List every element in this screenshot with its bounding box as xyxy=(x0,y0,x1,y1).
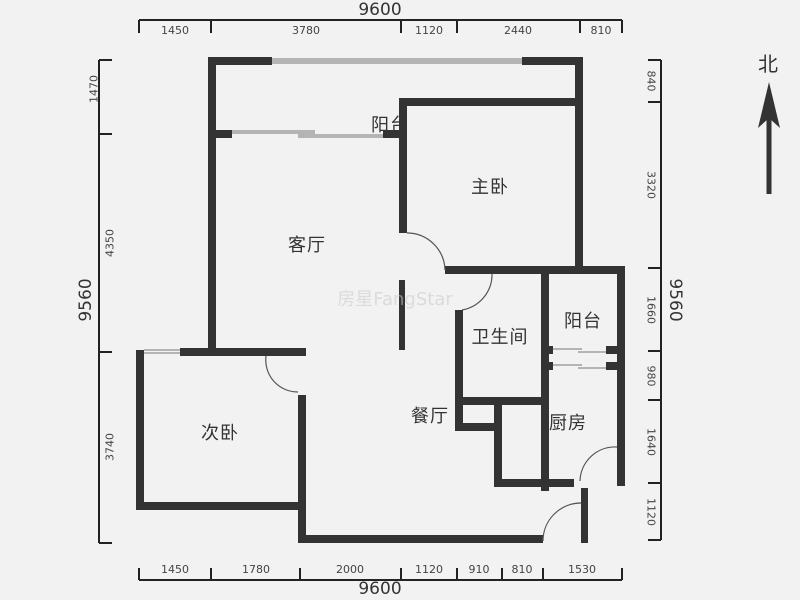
right-dimension-3: 1660 xyxy=(644,296,658,324)
bottom-total-dimension: 9600 xyxy=(358,579,402,599)
bottom-dimension-6: 810 xyxy=(511,563,533,576)
room-label-balcony-north: 阳台 xyxy=(371,115,409,136)
north-arrow-icon xyxy=(758,82,780,194)
top-dimension-5: 810 xyxy=(590,24,612,37)
left-total-dimension: 9560 xyxy=(76,278,96,322)
left-dimension-line xyxy=(98,59,112,544)
door-swings xyxy=(265,232,618,542)
bottom-dimension-7: 1530 xyxy=(568,563,596,576)
watermark: 房星FangStar xyxy=(337,289,453,310)
room-label-living-room: 客厅 xyxy=(288,235,326,256)
top-total-dimension: 9600 xyxy=(358,0,402,20)
right-dimension-2: 3320 xyxy=(644,171,658,199)
compass-north-label: 北 xyxy=(758,52,778,76)
walls xyxy=(136,57,625,543)
bottom-dimension-line xyxy=(138,568,623,581)
top-dimension-line xyxy=(138,19,623,33)
right-dimension-5: 1640 xyxy=(644,428,658,456)
bottom-dimension-4: 1120 xyxy=(415,563,443,576)
room-label-second-bedroom: 次卧 xyxy=(201,423,239,444)
bottom-dimension-2: 1780 xyxy=(242,563,270,576)
left-dimension-1: 1470 xyxy=(87,75,101,103)
top-dimension-2: 3780 xyxy=(292,24,320,37)
room-label-kitchen: 厨房 xyxy=(549,413,587,434)
left-dimension-2: 4350 xyxy=(103,229,117,257)
top-dimension-3: 1120 xyxy=(415,24,443,37)
right-dimension-4: 980 xyxy=(644,365,658,387)
right-dimension-6: 1120 xyxy=(644,498,658,526)
right-dimension-1: 840 xyxy=(644,70,658,92)
bottom-dimension-1: 1450 xyxy=(161,563,189,576)
top-dimension-4: 2440 xyxy=(504,24,532,37)
room-label-dining-room: 餐厅 xyxy=(411,406,449,427)
top-dimension-1: 1450 xyxy=(161,24,189,37)
right-total-dimension: 9560 xyxy=(665,278,685,322)
bottom-dimension-3: 2000 xyxy=(336,563,364,576)
windows xyxy=(144,58,606,369)
room-label-balcony-east: 阳台 xyxy=(564,311,602,332)
room-label-master-bedroom: 主卧 xyxy=(471,177,509,198)
room-label-bathroom: 卫生间 xyxy=(471,327,529,348)
left-dimension-3: 3740 xyxy=(103,433,117,461)
bottom-dimension-5: 910 xyxy=(468,563,490,576)
right-dimension-line xyxy=(648,59,662,541)
